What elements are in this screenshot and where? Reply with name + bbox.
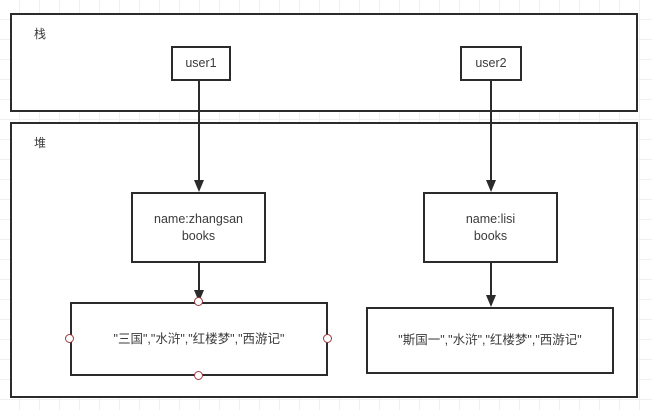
connector-user2-to-object-lisi[interactable]	[484, 80, 498, 194]
node-object-zhangsan-name: name:zhangsan	[154, 211, 243, 226]
connector-object-zhangsan-to-array[interactable]	[192, 262, 206, 304]
node-object-lisi[interactable]: name:lisi books	[423, 192, 558, 263]
node-user1[interactable]: user1	[171, 46, 231, 81]
node-array-lisi-label: "斯国一","水浒","红楼梦","西游记"	[398, 333, 582, 347]
node-user2[interactable]: user2	[460, 46, 522, 81]
connector-object-lisi-to-array[interactable]	[484, 262, 498, 309]
node-user1-label: user1	[185, 56, 217, 70]
node-object-zhangsan-books: books	[181, 228, 216, 243]
selection-handle-bottom[interactable]	[194, 371, 203, 380]
node-array-zhangsan-label: "三国","水浒","红楼梦","西游记"	[113, 331, 285, 346]
node-user2-label: user2	[475, 56, 507, 70]
region-stack[interactable]: 栈	[10, 13, 638, 112]
selection-handle-right[interactable]	[323, 334, 332, 343]
selection-handle-left[interactable]	[65, 334, 74, 343]
node-object-lisi-books: books	[473, 228, 508, 243]
node-object-zhangsan[interactable]: name:zhangsan books	[131, 192, 266, 263]
node-object-lisi-name: name:lisi	[465, 211, 516, 226]
region-stack-label: 栈	[34, 27, 47, 41]
region-heap-label: 堆	[34, 136, 47, 150]
node-array-lisi[interactable]: "斯国一","水浒","红楼梦","西游记"	[366, 307, 614, 374]
node-array-zhangsan[interactable]: "三国","水浒","红楼梦","西游记"	[70, 302, 328, 376]
connector-user1-to-object-zhangsan[interactable]	[192, 80, 206, 194]
selection-handle-top[interactable]	[194, 297, 203, 306]
